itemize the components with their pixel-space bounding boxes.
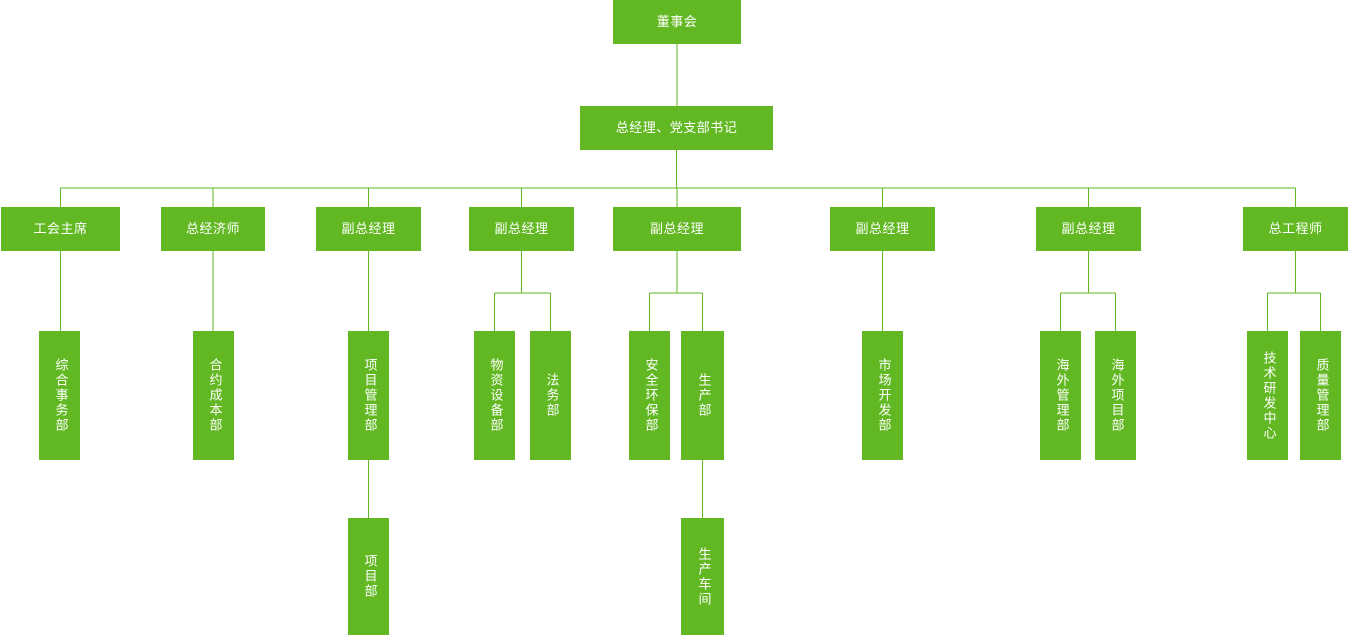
org-node-overseas-mgmt[interactable]: 海外管理部	[1040, 331, 1081, 460]
org-node-safety-env[interactable]: 安全环保部	[629, 331, 670, 460]
org-node-project-dept[interactable]: 项目部	[348, 518, 389, 635]
org-node-dgm-3[interactable]: 副总经理	[613, 207, 741, 251]
org-node-chief-econ[interactable]: 总经济师	[161, 207, 265, 251]
org-node-chief-eng[interactable]: 总工程师	[1243, 207, 1348, 251]
org-node-market-dev[interactable]: 市场开发部	[862, 331, 903, 460]
org-node-tech-rd[interactable]: 技术研发中心	[1247, 331, 1288, 460]
org-node-workshop[interactable]: 生产车间	[681, 518, 724, 635]
org-node-dgm-5[interactable]: 副总经理	[1036, 207, 1141, 251]
org-node-contract-cost[interactable]: 合约成本部	[193, 331, 234, 460]
org-node-dgm-1[interactable]: 副总经理	[316, 207, 421, 251]
org-node-dgm-2[interactable]: 副总经理	[469, 207, 574, 251]
org-node-general-affairs[interactable]: 综合事务部	[39, 331, 80, 460]
org-node-materials[interactable]: 物资设备部	[474, 331, 515, 460]
org-node-gm[interactable]: 总经理、党支部书记	[580, 106, 773, 150]
org-node-union[interactable]: 工会主席	[1, 207, 120, 251]
org-node-dgm-4[interactable]: 副总经理	[830, 207, 935, 251]
org-node-quality-mgmt[interactable]: 质量管理部	[1300, 331, 1341, 460]
org-node-production[interactable]: 生产部	[681, 331, 724, 460]
org-node-project-mgmt[interactable]: 项目管理部	[348, 331, 389, 460]
org-node-board[interactable]: 董事会	[613, 0, 741, 44]
org-node-overseas-proj[interactable]: 海外项目部	[1095, 331, 1136, 460]
org-node-legal[interactable]: 法务部	[530, 331, 571, 460]
